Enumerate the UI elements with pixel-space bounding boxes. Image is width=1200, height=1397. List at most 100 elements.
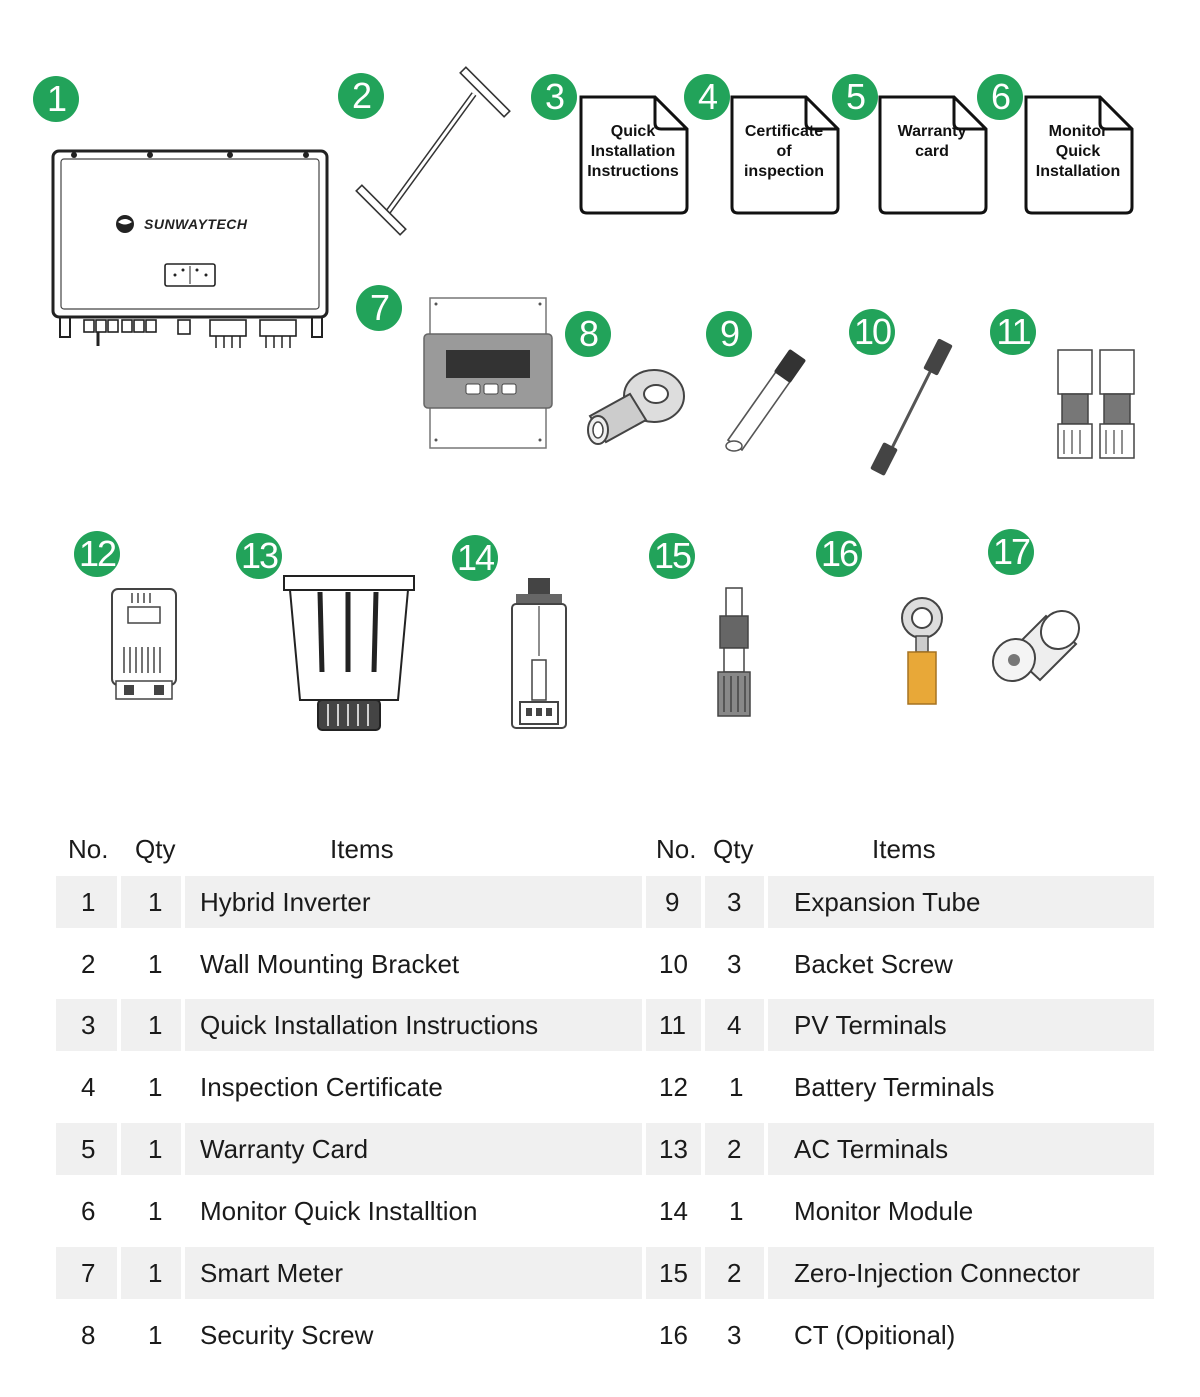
doc-5-line-1: Warranty	[897, 123, 967, 140]
right-qty: 2	[727, 1134, 742, 1164]
left-item: Quick Installation Instructions	[200, 1010, 539, 1040]
left-qty: 1	[148, 887, 163, 917]
zero-injection-connector-icon	[714, 586, 754, 720]
right-no: 10	[659, 949, 688, 979]
left-item: Warranty Card	[200, 1134, 369, 1164]
table-row: 2 1 Wall Mounting Bracket 10 3 Backet Sc…	[56, 938, 1154, 990]
left-no: 1	[81, 887, 96, 917]
doc-3-line-1: Quick	[610, 123, 656, 140]
insulated-ring-terminal-icon	[898, 594, 946, 710]
left-item: Smart Meter	[200, 1258, 344, 1288]
right-qty: 3	[727, 1320, 742, 1350]
smart-meter-icon	[422, 296, 554, 452]
right-no: 14	[659, 1196, 688, 1226]
right-item: PV Terminals	[794, 1010, 947, 1040]
certificate-of-inspection-doc: Certificate of inspection	[729, 92, 840, 215]
left-no: 2	[81, 949, 96, 979]
bracket-screw-icon	[868, 336, 960, 478]
right-header-no: No.	[656, 834, 697, 864]
table-row: 6 1 Monitor Quick Installtion 14 1 Monit…	[56, 1185, 1154, 1237]
doc-5-line-2: card	[915, 143, 949, 160]
right-item: Monitor Module	[794, 1196, 974, 1226]
left-no: 7	[81, 1258, 96, 1288]
right-item: Backet Screw	[794, 949, 953, 979]
badge-4: 4	[684, 74, 730, 120]
badge-15: 15	[649, 533, 695, 579]
left-qty: 1	[148, 949, 163, 979]
ring-terminal-icon	[584, 364, 690, 446]
right-qty: 3	[727, 887, 742, 917]
right-qty: 2	[727, 1258, 742, 1288]
badge-5: 5	[832, 74, 878, 120]
badge-2: 2	[338, 73, 384, 119]
left-qty: 1	[148, 1320, 163, 1350]
table-row: 7 1 Smart Meter 15 2 Zero-Injection Conn…	[56, 1247, 1154, 1299]
brand-logo-text: SUNWAYTECH	[144, 216, 248, 232]
left-qty: 1	[148, 1010, 163, 1040]
right-header-items: Items	[872, 834, 936, 864]
wall-mounting-bracket-icon	[346, 62, 512, 238]
left-item: Security Screw	[200, 1320, 374, 1350]
right-item: Zero-Injection Connector	[794, 1258, 1081, 1288]
right-item: Battery Terminals	[794, 1072, 995, 1102]
right-item: CT (Opitional)	[794, 1320, 956, 1350]
doc-6-line-2: Quick	[1055, 143, 1101, 160]
right-item: Expansion Tube	[794, 887, 981, 917]
table-row: 8 1 Security Screw 16 3 CT (Opitional)	[56, 1309, 1154, 1361]
left-no: 4	[81, 1072, 96, 1102]
badge-1: 1	[33, 76, 79, 122]
right-item: AC Terminals	[794, 1134, 949, 1164]
badge-6: 6	[977, 74, 1023, 120]
left-item: Wall Mounting Bracket	[200, 949, 460, 979]
badge-11: 11	[990, 309, 1036, 355]
monitor-module-icon	[508, 576, 570, 732]
doc-4-line-3: inspection	[743, 163, 824, 180]
left-no: 8	[81, 1320, 96, 1350]
badge-12: 12	[74, 531, 120, 577]
right-no: 12	[659, 1072, 688, 1102]
pv-terminals-icon	[1054, 346, 1138, 462]
left-qty: 1	[148, 1072, 163, 1102]
badge-16: 16	[816, 531, 862, 577]
left-no: 5	[81, 1134, 96, 1164]
left-no: 3	[81, 1010, 96, 1040]
left-header-qty: Qty	[135, 834, 176, 864]
badge-8: 8	[565, 311, 611, 357]
quick-installation-instructions-doc: Quick Installation Instructions	[578, 92, 689, 215]
doc-3-line-2: Installation	[590, 143, 676, 160]
right-no: 13	[659, 1134, 688, 1164]
doc-3-line-3: Instructions	[587, 163, 679, 180]
left-header-items: Items	[330, 834, 394, 864]
left-item: Monitor Quick Installtion	[200, 1196, 478, 1226]
right-qty: 1	[729, 1196, 744, 1226]
left-item: Inspection Certificate	[200, 1072, 443, 1102]
badge-10: 10	[849, 309, 895, 355]
badge-13: 13	[236, 533, 282, 579]
badge-9: 9	[706, 311, 752, 357]
badge-17: 17	[988, 529, 1034, 575]
right-qty: 1	[729, 1072, 744, 1102]
left-qty: 1	[148, 1258, 163, 1288]
left-item: Hybrid Inverter	[200, 887, 371, 917]
expansion-tube-icon	[718, 348, 808, 454]
right-qty: 3	[727, 949, 742, 979]
table-row: 3 1 Quick Installation Instructions 11 4…	[56, 999, 1154, 1051]
badge-3: 3	[531, 74, 577, 120]
doc-4-line-2: of	[776, 143, 792, 160]
right-no: 9	[665, 887, 680, 917]
left-qty: 1	[148, 1134, 163, 1164]
right-no: 15	[659, 1258, 688, 1288]
battery-terminal-icon	[106, 585, 182, 703]
right-qty: 4	[727, 1010, 742, 1040]
table-row: 4 1 Inspection Certificate 12 1 Battery …	[56, 1061, 1154, 1113]
badge-14: 14	[452, 535, 498, 581]
left-qty: 1	[148, 1196, 163, 1226]
doc-4-line-1: Certificate	[744, 123, 824, 140]
ct-clamp-icon	[990, 602, 1086, 686]
ac-terminal-icon	[282, 574, 416, 736]
warranty-card-doc: Warranty card	[877, 92, 988, 215]
badge-7: 7	[356, 285, 402, 331]
doc-6-line-1: Monitor	[1048, 123, 1108, 140]
right-no: 11	[659, 1010, 686, 1040]
left-no: 6	[81, 1196, 96, 1226]
